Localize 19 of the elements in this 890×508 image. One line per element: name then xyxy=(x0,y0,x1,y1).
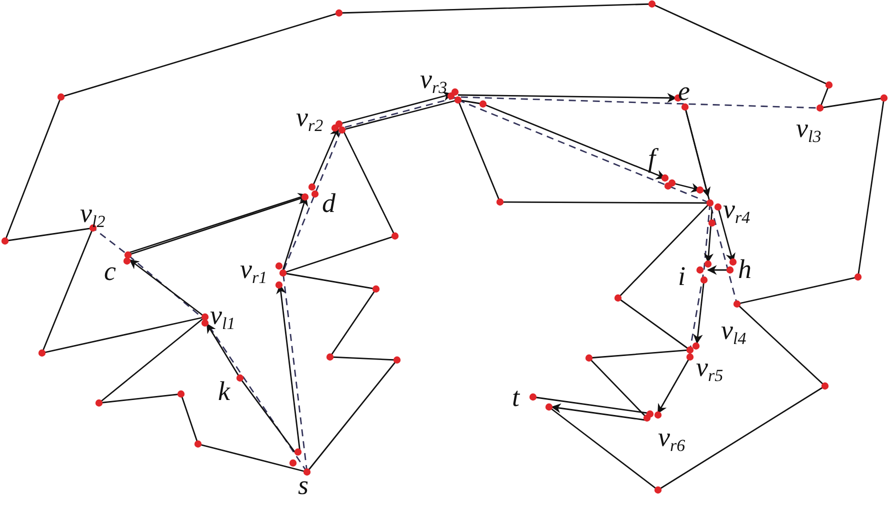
vertex-label: v$_{l1}$ xyxy=(210,302,236,329)
vertex-label: v$_{l4}$ xyxy=(721,317,746,344)
vertex-label: d xyxy=(322,190,336,217)
vertex-label: i xyxy=(678,263,686,290)
vertex-label: f xyxy=(648,145,656,172)
vertex-label: c xyxy=(104,258,116,285)
vertex-label: v$_{r2}$ xyxy=(296,104,324,131)
vertex-label: v$_{r3}$ xyxy=(420,66,448,93)
vertex-label: v$_{r6}$ xyxy=(658,424,686,451)
vertex-label: e xyxy=(678,78,690,105)
vertex-label: v$_{r4}$ xyxy=(723,196,750,223)
vertex-label: h xyxy=(738,256,752,283)
vertex-label: v$_{r5}$ xyxy=(696,354,724,381)
vertex-label: k xyxy=(218,378,230,405)
vertex-label: s xyxy=(298,472,309,499)
vertex-label: v$_{l2}$ xyxy=(80,200,106,227)
vertex-label: v$_{l3}$ xyxy=(796,115,822,142)
vertex-label: t xyxy=(512,384,520,411)
vertex-label: v$_{r1}$ xyxy=(240,256,268,283)
